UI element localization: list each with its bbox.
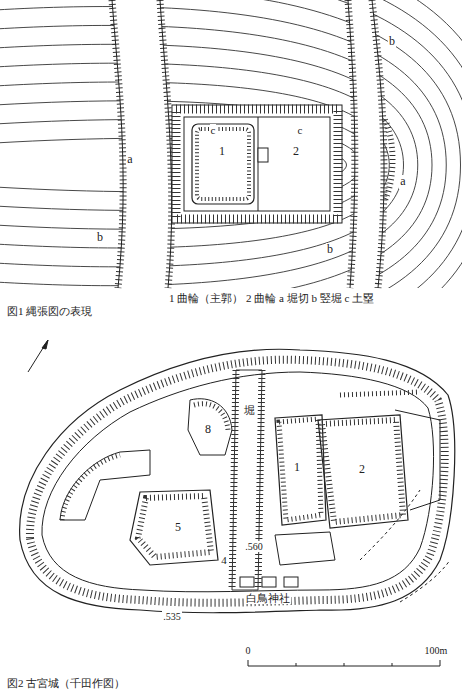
- scale-label: 100m: [424, 645, 449, 656]
- enclosure-number: 2: [358, 463, 366, 476]
- trench-letter: b: [96, 231, 104, 244]
- scale-label: 0: [245, 645, 252, 656]
- elevation-label: .560: [244, 541, 264, 552]
- fig2-castle-plan: [20, 340, 455, 613]
- enclosure-number: 5: [174, 521, 182, 534]
- fig1-ditches: [112, 0, 393, 288]
- contour-line: [0, 0, 462, 288]
- elevation-label: .535: [162, 611, 182, 622]
- enclosure-number: 1: [218, 145, 226, 158]
- rampart-letter: c: [297, 124, 304, 136]
- rampart-letter: c: [210, 124, 217, 136]
- ditch-letter: a: [399, 175, 406, 188]
- ditch-letter: a: [126, 153, 133, 166]
- enclosure-number: 4: [220, 554, 228, 566]
- shrine-label: 白鳥神社: [245, 592, 291, 604]
- figure-caption: 図1 縄張図の表現: [6, 305, 93, 317]
- contour-line: [0, 0, 462, 288]
- contour-lines: [0, 0, 462, 288]
- fig1-enclosures: [172, 105, 342, 223]
- contour-line: [0, 63, 404, 267]
- figure-caption: 図2 古宮城（千田作図）: [6, 677, 126, 689]
- legend-key: 1 曲輪（主郭） 2 曲輪 a 堀切 b 竪堀 c 土塁: [168, 292, 375, 304]
- trench-letter: b: [388, 35, 396, 48]
- trench-letter: b: [326, 243, 334, 256]
- scale-bar: [248, 660, 440, 666]
- enclosure-number: 1: [293, 461, 301, 474]
- enclosure-number: 8: [204, 423, 212, 436]
- ditch-label: 堀: [243, 404, 256, 416]
- contour-line: [0, 0, 462, 288]
- contour-line: [0, 0, 461, 288]
- contour-line: [0, 101, 375, 229]
- contour-line: [0, 82, 389, 248]
- enclosure-number: 2: [292, 145, 300, 158]
